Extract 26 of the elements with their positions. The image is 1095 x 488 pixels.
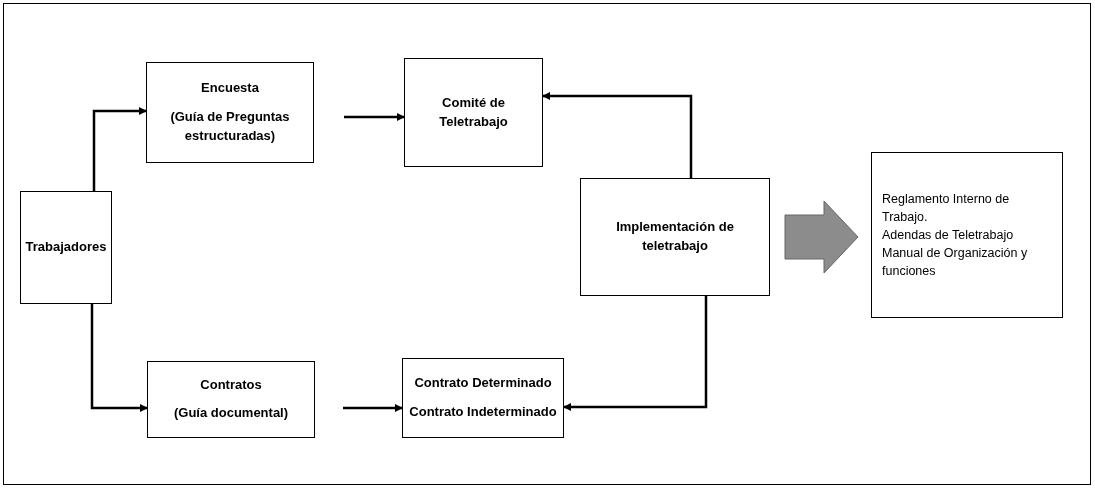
process-box bbox=[402, 358, 564, 438]
block-arrow bbox=[784, 200, 859, 274]
process-box bbox=[580, 178, 770, 296]
process-box bbox=[871, 152, 1063, 318]
box-text: Trabajadores bbox=[25, 238, 107, 257]
box-text: Contrato Indeterminado bbox=[409, 402, 557, 421]
process-box bbox=[20, 191, 112, 304]
box-text: Implementación de teletrabajo bbox=[615, 218, 735, 255]
box-text: Manual de Organización y funciones bbox=[882, 245, 1029, 281]
arrow bbox=[563, 296, 708, 411]
arrow bbox=[343, 404, 403, 412]
box-text: Contratos bbox=[200, 376, 262, 395]
process-box bbox=[147, 361, 315, 438]
arrow bbox=[90, 304, 148, 412]
arrow bbox=[92, 107, 147, 191]
box-text: Encuesta bbox=[201, 79, 259, 98]
box-text: Contrato Determinado bbox=[414, 374, 552, 393]
box-text: Comité de Teletrabajo bbox=[438, 93, 509, 131]
box-text: (Guía documental) bbox=[173, 403, 289, 422]
process-box bbox=[404, 58, 543, 167]
box-text: Adendas de Teletrabajo bbox=[882, 226, 1014, 244]
box-text: (Guía de Preguntas estructuradas) bbox=[169, 108, 291, 145]
process-box bbox=[146, 62, 314, 163]
arrow bbox=[344, 113, 405, 121]
arrow bbox=[542, 92, 693, 178]
box-text: Reglamento Interno de Trabajo. bbox=[882, 190, 1011, 226]
